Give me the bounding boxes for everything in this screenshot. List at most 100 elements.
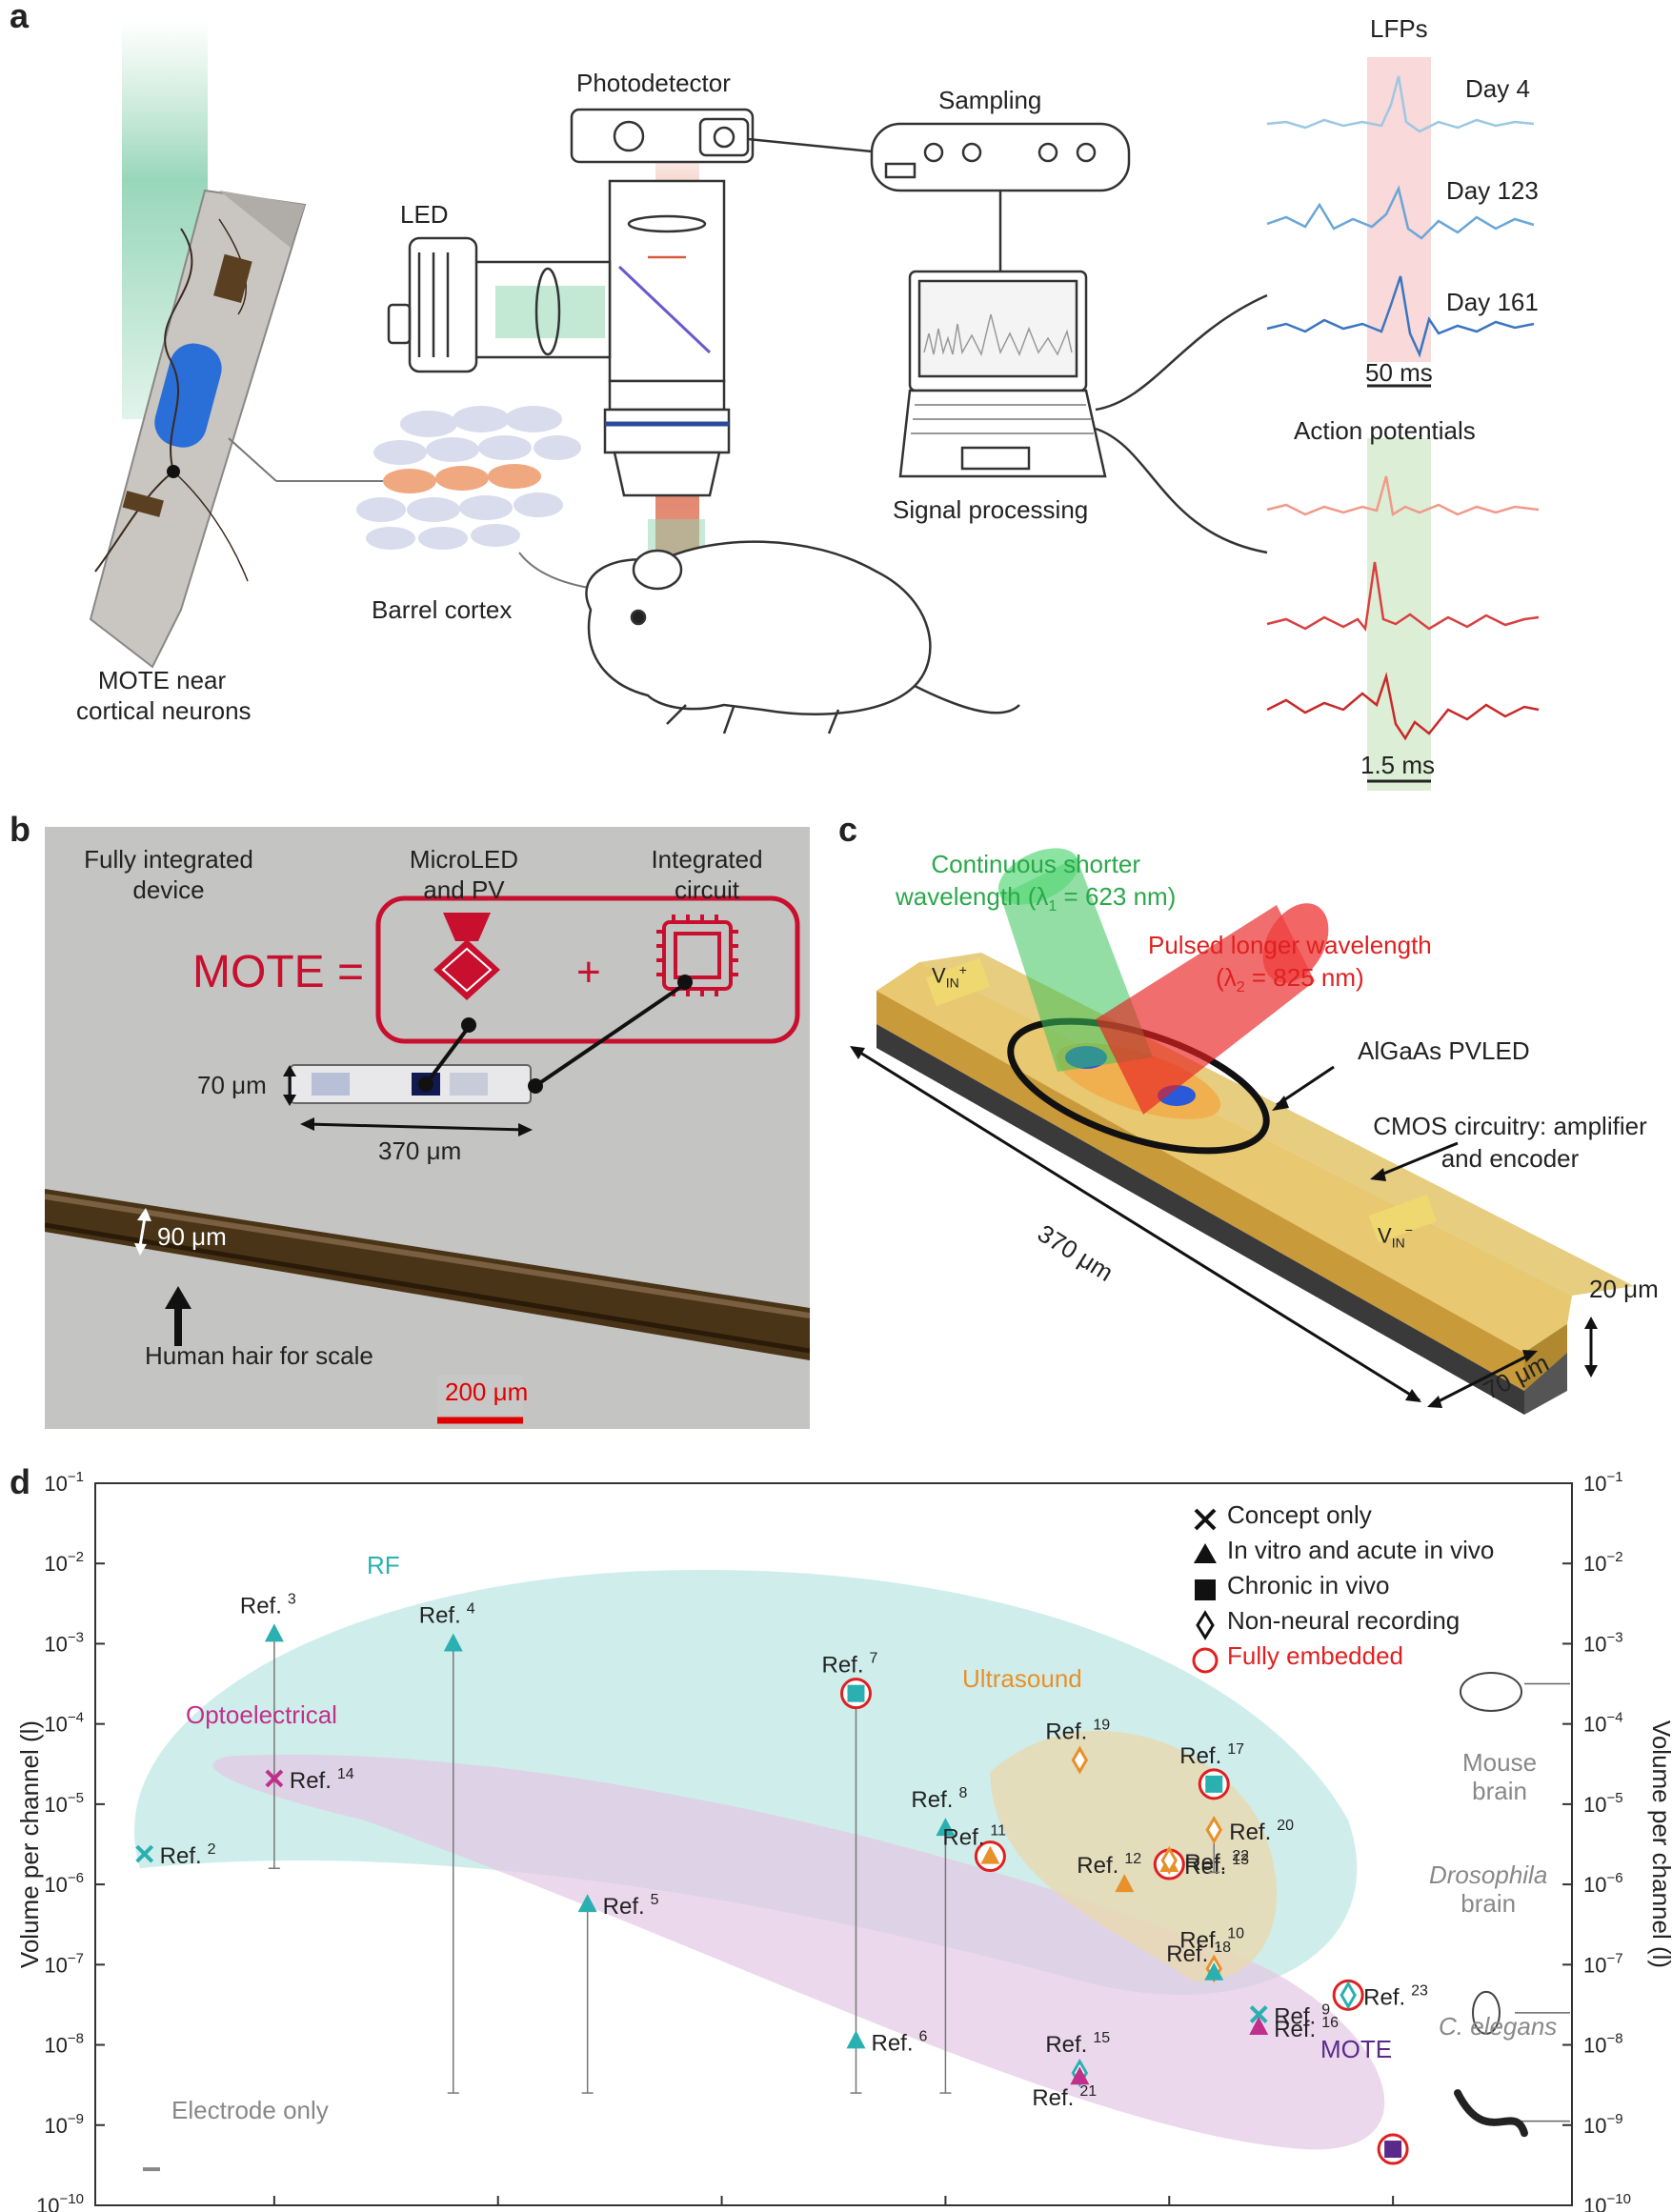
y-tick-label: 10−1 <box>44 1469 84 1496</box>
data-point <box>847 1684 865 1702</box>
pvled-label: AlGaAs PVLED <box>1358 1036 1530 1065</box>
ref-label: Ref.14 <box>290 1766 354 1794</box>
legend-chronic: Chronic in vivo <box>1227 1571 1390 1599</box>
legend-concept: Concept only <box>1227 1500 1372 1529</box>
legend-circle-symbol <box>1192 1647 1219 1674</box>
ref-label: Ref.19 <box>1045 1718 1110 1745</box>
y-tick-label-right: 10−8 <box>1583 2031 1623 2058</box>
lfp-band <box>1367 57 1431 362</box>
ref-label: Ref.10 <box>1179 1926 1244 1954</box>
legend-non-neural: Non-neural recording <box>1227 1606 1460 1635</box>
ref-label: Ref.21 <box>1032 2083 1097 2111</box>
ref-label: Ref.22 <box>1184 1848 1249 1876</box>
panel-a-illustration <box>89 19 1540 791</box>
celegans-label: C. elegans <box>1439 2012 1558 2041</box>
y-tick-label: 10−10 <box>36 2191 84 2212</box>
data-point <box>1384 2141 1402 2159</box>
panel-c-drawing <box>850 848 1634 1415</box>
ref-label: Ref.9 <box>1274 2002 1330 2030</box>
ref-label: Ref.11 <box>942 1823 1006 1851</box>
data-point <box>1340 1981 1357 2010</box>
y-tick-label: 10−3 <box>44 1629 84 1656</box>
laptop-drawing <box>898 270 1268 554</box>
plot-frame <box>94 1482 1573 2206</box>
sampling-box-drawing <box>747 122 1131 271</box>
legend-square-symbol <box>1195 1579 1216 1600</box>
ap-band <box>1367 438 1431 791</box>
legend-triangle-symbol <box>1194 1543 1217 1563</box>
panel-d-chart: 200020052010201520202025Year10−110−110−2… <box>15 1469 1672 2212</box>
worm-icon <box>1454 2089 1528 2138</box>
data-point <box>936 1818 956 1837</box>
scale-bar-label: 200 μm <box>445 1377 529 1406</box>
ref-label: Ref.2 <box>160 1841 216 1869</box>
ref-label: Ref.3 <box>240 1591 296 1619</box>
data-point <box>980 1845 1000 1864</box>
width-370-label: 370 μm <box>378 1136 462 1165</box>
y-axis-label-right: Volume per channel (l) <box>1647 1720 1672 1968</box>
plus-sign: + <box>576 949 601 995</box>
day-4-label: Day 4 <box>1465 74 1530 103</box>
y-tick-label: 10−7 <box>44 1950 84 1977</box>
ref-label: Ref.16 <box>1274 2015 1339 2042</box>
day-161-label: Day 161 <box>1446 288 1539 316</box>
legend-acute: In vitro and acute in vivo <box>1227 1536 1495 1564</box>
barrel-cortex-drawing <box>356 406 611 592</box>
data-point <box>1204 1961 1224 1981</box>
data-point <box>265 1769 284 1788</box>
y-tick-label: 10−5 <box>44 1790 84 1817</box>
y-tick-label: 10−4 <box>44 1710 84 1737</box>
ref-label: Ref.13 <box>1184 1852 1249 1880</box>
panel-a-letter: a <box>10 0 30 35</box>
y-tick-label: 10−9 <box>44 2111 84 2138</box>
red-beam-label: Pulsed longer wavelength (λ2 = 825 nm) <box>1148 931 1432 996</box>
data-point <box>846 2030 866 2049</box>
data-point <box>1205 1775 1223 1793</box>
ap-scale-label: 1.5 ms <box>1360 751 1436 779</box>
thickness-20-label: 20 μm <box>1589 1275 1659 1303</box>
legend-x-symbol <box>1194 1508 1217 1531</box>
led-label: LED <box>400 200 449 229</box>
day-123-label: Day 123 <box>1446 176 1539 205</box>
barrel-cortex-label: Barrel cortex <box>372 595 513 624</box>
y-tick-label-right: 10−2 <box>1583 1549 1623 1576</box>
ref-label: Ref.4 <box>419 1600 475 1628</box>
mouse-icon <box>1460 1671 1522 1712</box>
hair-90-label: 90 μm <box>157 1222 227 1251</box>
green-beam-label: Continuous shorter wavelength (λ1 = 623 … <box>896 850 1177 915</box>
vin-minus-label: VIN− <box>1378 1222 1413 1251</box>
data-point <box>577 1894 597 1913</box>
y-tick-label: 10−8 <box>44 2031 84 2058</box>
y-tick-label-right: 10−3 <box>1583 1629 1623 1656</box>
mote-probe-drawing <box>89 19 400 669</box>
panel-b-letter: b <box>10 810 30 849</box>
y-tick-label-right: 10−9 <box>1583 2111 1623 2138</box>
data-point <box>264 1623 284 1642</box>
data-point <box>1160 1845 1178 1875</box>
y-axis-label: Volume per channel (l) <box>15 1720 44 1968</box>
vin-plus-label: VIN+ <box>932 962 967 991</box>
ref-label: Ref.8 <box>911 1785 967 1813</box>
human-hair-label: Human hair for scale <box>145 1341 373 1370</box>
mote-equation-label: MOTE = <box>192 947 365 997</box>
lfps-title: LFPs <box>1370 14 1428 43</box>
ref-label: Ref.18 <box>1166 1940 1231 1967</box>
data-point <box>135 1844 154 1863</box>
opto-region <box>212 1754 1385 2150</box>
mouse-drawing <box>585 540 1020 734</box>
ref-label: Ref.20 <box>1229 1818 1294 1845</box>
y-tick-label: 10−6 <box>44 1870 84 1897</box>
opto-region-label: Optoelectrical <box>186 1700 337 1729</box>
us-region-label: Ultrasound <box>962 1664 1082 1693</box>
ref-label: Ref.23 <box>1363 1982 1428 2010</box>
panel-c-letter: c <box>838 810 858 849</box>
panel-b-drawing <box>45 827 810 1429</box>
y-tick-label-right: 10−10 <box>1583 2191 1631 2212</box>
lfp-scale-label: 50 ms <box>1365 358 1433 387</box>
